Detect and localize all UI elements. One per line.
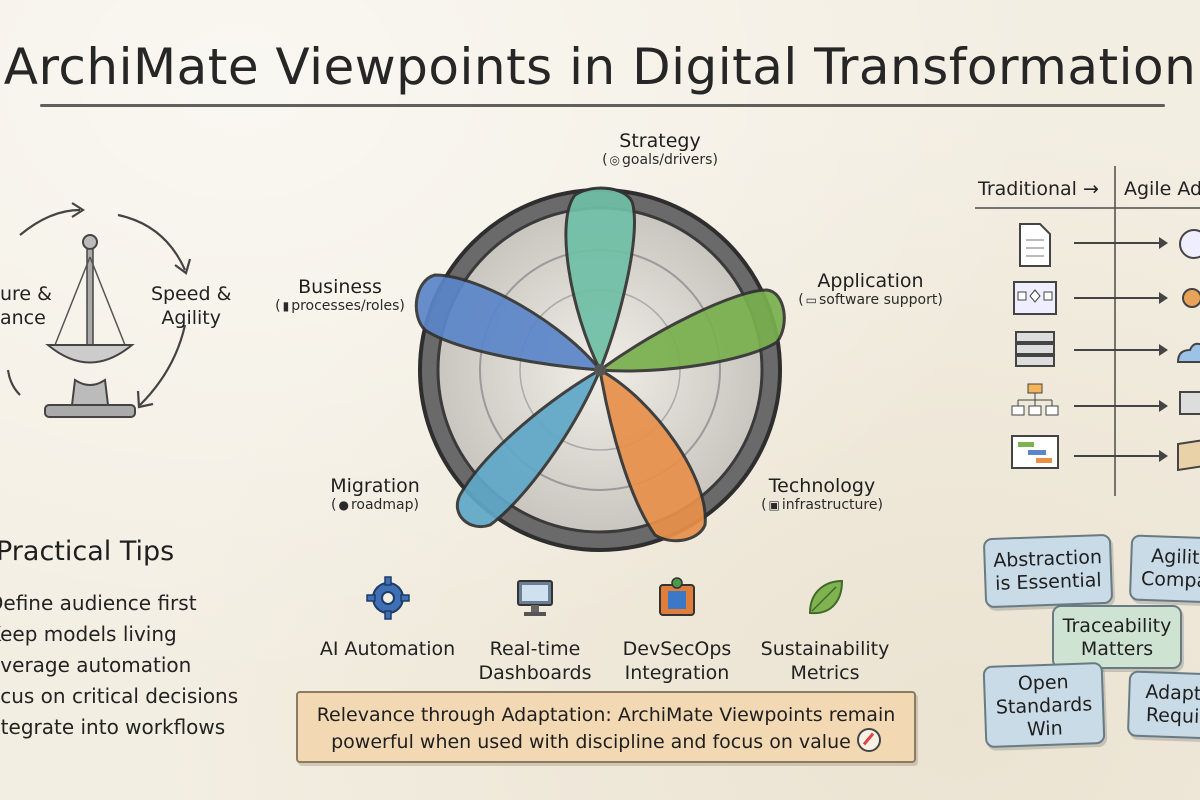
viewpoint-title: Business	[298, 276, 382, 298]
viewpoint-application: Application (▭software support)	[788, 270, 953, 308]
viewpoint-title: Technology	[768, 475, 876, 497]
trend-label: Real-time Dashboards	[478, 638, 592, 684]
title-underline	[40, 104, 1165, 107]
viewpoint-subtitle: (▭software support)	[798, 292, 943, 308]
viewpoint-business: Business (▮processes/roles)	[265, 276, 415, 314]
target-icon: ◎	[609, 153, 621, 167]
petal-technology	[598, 368, 707, 543]
viewpoint-subtitle: (●roadmap)	[330, 497, 419, 513]
monitor-icon: ▭	[805, 293, 817, 307]
compass-icon	[856, 728, 881, 752]
compass-icon	[1179, 229, 1200, 259]
tips-list: Define audience first Keep models living…	[0, 588, 238, 743]
gantt-chart-icon	[1011, 435, 1059, 469]
viewpoint-title: Strategy	[619, 130, 701, 152]
trend-label: AI Automation	[319, 638, 456, 660]
petal-application	[598, 288, 786, 373]
viewpoint-technology: Technology (▣infrastructure)	[748, 475, 896, 513]
banner-line-2: powerful when used with discipline and f…	[298, 728, 914, 755]
gear-icon	[365, 576, 410, 620]
header-divider	[975, 207, 1200, 209]
person-icon: ●	[338, 498, 349, 512]
screen-icon: ▣	[768, 498, 780, 512]
banner-line-1: Relevance through Adaptation: ArchiMate …	[316, 704, 896, 726]
agile-icons	[1176, 229, 1200, 472]
page-title: ArchiMate Viewpoints in Digital Transfor…	[3, 38, 1197, 96]
viewpoint-strategy: Strategy (◎goals/drivers)	[580, 130, 740, 168]
traditional-icons	[1011, 223, 1059, 469]
traditional-header: Traditional →	[978, 178, 1099, 200]
trend-sustainability: Sustainability Metrics	[755, 575, 895, 685]
tip-item: Keep models living	[0, 622, 177, 646]
balance-cycle-illustration	[6, 202, 192, 418]
tip-item: ntegrate into workflows	[0, 715, 226, 739]
note-open-standards: Open Standards Win	[982, 661, 1106, 749]
tip-item: everage automation	[0, 653, 192, 677]
note-agility: Agilit Compa	[1128, 534, 1200, 604]
note-adaptation: Adapt Requi	[1126, 670, 1200, 740]
petal-business	[414, 273, 602, 372]
org-chart-icon	[1011, 383, 1059, 416]
balance-right-label: Speed & Agility	[151, 283, 232, 329]
document-icon	[1019, 223, 1051, 267]
tips-heading: Practical Tips	[0, 536, 175, 567]
map-icon	[1177, 439, 1200, 472]
petal-migration	[455, 368, 602, 528]
viewpoint-subtitle: (▣infrastructure)	[761, 497, 883, 513]
trend-ai-automation: AI Automation	[315, 575, 460, 661]
viewpoint-migration: Migration (●roadmap)	[310, 475, 440, 513]
petal-strategy	[564, 186, 636, 372]
team-icon	[1182, 288, 1200, 308]
scale-icon	[44, 234, 136, 418]
trend-devsecops: DevSecOps Integration	[612, 575, 742, 685]
trend-label: DevSecOps Integration	[622, 638, 732, 684]
container-icon	[1179, 391, 1200, 415]
leaf-icon	[808, 579, 844, 615]
column-divider	[1114, 166, 1116, 496]
row-arrow	[1074, 400, 1168, 412]
tip-item: Define audience first	[0, 591, 197, 615]
agile-header: Agile Ad	[1124, 178, 1200, 200]
server-icon	[1015, 331, 1055, 367]
note-abstraction: Abstraction is Essential	[982, 533, 1114, 609]
viewpoint-title: Migration	[330, 475, 420, 497]
row-arrow	[1074, 292, 1168, 304]
viewpoint-title: Application	[817, 270, 924, 292]
monitor-icon	[517, 580, 553, 616]
trend-label: Sustainability Metrics	[760, 638, 890, 684]
trend-realtime-dashboards: Real-time Dashboards	[470, 575, 600, 685]
row-arrow	[1074, 237, 1168, 249]
row-arrow	[1074, 344, 1168, 356]
person-icon: ▮	[282, 299, 290, 313]
devsecops-icon	[659, 577, 695, 616]
process-flow-icon	[1013, 281, 1057, 315]
viewpoint-wheel	[414, 186, 786, 552]
viewpoint-subtitle: (▮processes/roles)	[275, 298, 405, 314]
row-arrow	[1074, 450, 1168, 462]
note-traceability: Traceability Matters	[1052, 605, 1182, 669]
viewpoint-subtitle: (◎goals/drivers)	[602, 152, 718, 168]
cloud-icon	[1176, 342, 1200, 363]
conclusion-banner: Relevance through Adaptation: ArchiMate …	[296, 691, 916, 763]
tip-item: ocus on critical decisions	[0, 684, 239, 708]
balance-left-label: ure & ance	[0, 283, 52, 329]
